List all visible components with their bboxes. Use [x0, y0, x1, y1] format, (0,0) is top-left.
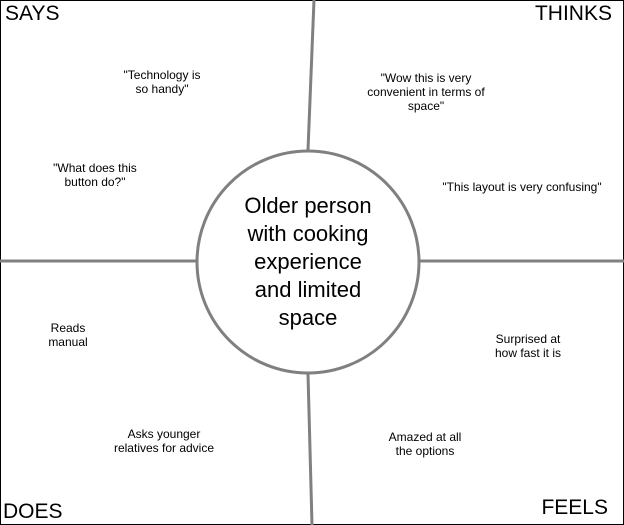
says-title: SAYS	[5, 2, 60, 25]
says-note-technology: "Technology is so handy"	[123, 68, 201, 96]
divider-top	[306, 0, 316, 151]
does-title: DOES	[3, 500, 63, 523]
divider-bottom	[306, 373, 314, 525]
does-note-relatives: Asks younger relatives for advice	[113, 427, 215, 455]
center-circle	[195, 149, 421, 375]
feels-title: FEELS	[541, 496, 608, 519]
feels-note-options: Amazed at all the options	[388, 430, 462, 458]
persona-label: Older person with cooking experience and…	[244, 193, 372, 330]
does-note-manual: Reads manual	[48, 321, 88, 349]
thinks-note-confusing: "This layout is very confusing"	[442, 180, 602, 194]
says-note-button: "What does this button do?"	[53, 161, 137, 189]
thinks-note-space: "Wow this is very convenient in terms of…	[367, 71, 485, 113]
thinks-title: THINKS	[534, 2, 612, 25]
feels-note-fast: Surprised at how fast it is	[494, 332, 562, 360]
